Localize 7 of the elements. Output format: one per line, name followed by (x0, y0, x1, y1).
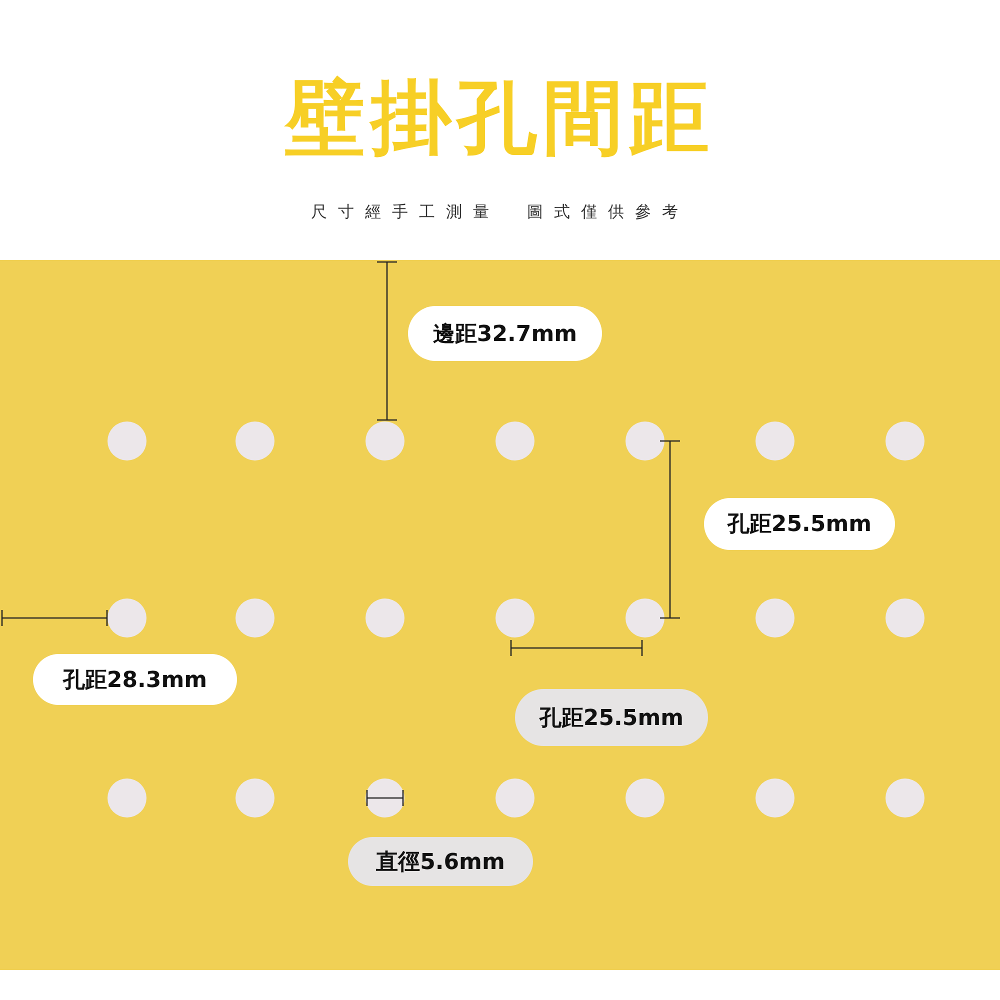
dimension-label: 直徑5.6mm (348, 837, 533, 886)
dimension-label: 邊距32.7mm (408, 306, 602, 361)
dimension-label: 孔距25.5mm (704, 498, 895, 550)
dimension-label: 孔距28.3mm (33, 654, 237, 705)
dimension-label: 孔距25.5mm (515, 689, 708, 746)
title: 壁掛孔間距 (283, 78, 716, 158)
subtitle: 尺寸經手工測量 圖式僅供參考 (311, 202, 689, 222)
